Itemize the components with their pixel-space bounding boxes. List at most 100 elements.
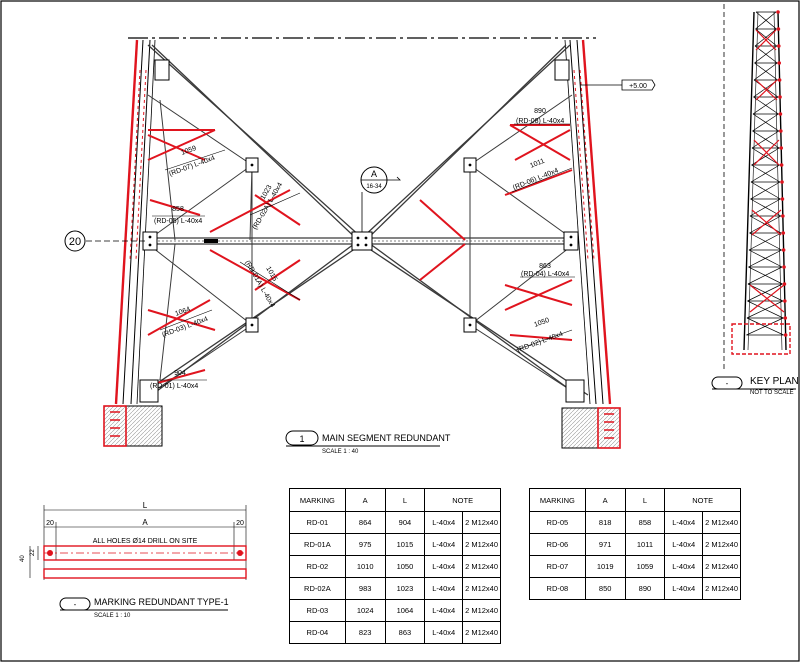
- cell-l: 1023: [384, 577, 426, 600]
- label-rd05: (RD-05) L-40x4: [154, 218, 202, 225]
- right-base: [561, 407, 621, 449]
- header-marking: MARKING: [289, 488, 346, 512]
- label-rd03: (RD-03) L-40x4: [161, 316, 209, 339]
- section-marker: [360, 166, 401, 232]
- grid-bubble: [64, 230, 86, 252]
- cell-note-section: L-40x4: [664, 511, 704, 534]
- cell-l: 904: [384, 511, 426, 534]
- key-plan: [711, 4, 796, 390]
- header-l: L: [624, 488, 666, 512]
- type1-note: ALL HOLES Ø14 DRILL ON SITE: [93, 538, 198, 545]
- type1-dim-A: A: [142, 518, 148, 527]
- header-note: NOTE: [664, 488, 741, 512]
- cell-l: 1064: [384, 599, 426, 622]
- dim-1064: 1064: [174, 306, 191, 318]
- cell-marking: RD-07: [529, 555, 586, 578]
- cell-marking: RD-08: [529, 577, 586, 600]
- keyplan-title: KEY PLAN: [750, 376, 799, 387]
- cell-a: 975: [344, 533, 386, 556]
- cell-note-bolts: 2 M12x40: [462, 577, 501, 600]
- main-scale: SCALE 1 : 40: [322, 449, 359, 455]
- cell-l: 1015: [384, 533, 426, 556]
- cell-note-section: L-40x4: [424, 511, 464, 534]
- redundant-members: [147, 124, 573, 386]
- type1-dim-L: L: [143, 501, 148, 510]
- cell-note-section: L-40x4: [424, 533, 464, 556]
- type1-dim-22: 22: [30, 549, 36, 556]
- type1-scale: SCALE 1 : 10: [94, 613, 131, 619]
- type1-callout: -: [74, 600, 77, 609]
- cell-marking: RD-06: [529, 533, 586, 556]
- right-leg: [564, 39, 612, 405]
- level-tag: [621, 79, 656, 91]
- dim-1059: 1059: [180, 145, 197, 157]
- cell-note-bolts: 2 M12x40: [702, 555, 741, 578]
- main-elevation: 20 +5.00 A 16-34: [64, 39, 656, 449]
- cell-note-section: L-40x4: [664, 533, 704, 556]
- label-rd04: (RD-04) L-40x4: [521, 271, 569, 278]
- main-title-block: [285, 430, 440, 447]
- cell-note-bolts: 2 M12x40: [462, 555, 501, 578]
- cell-marking: RD-04: [289, 621, 346, 644]
- cell-note-bolts: 2 M12x40: [462, 533, 501, 556]
- cell-marking: RD-02A: [289, 577, 346, 600]
- label-rd02: (RD-02) L-40x4: [516, 331, 564, 354]
- cell-note-bolts: 2 M12x40: [462, 621, 501, 644]
- header-l: L: [384, 488, 426, 512]
- section-letter: A: [371, 169, 377, 179]
- section-ref: 16-34: [366, 184, 382, 190]
- cell-marking: RD-03: [289, 599, 346, 622]
- cell-note-bolts: 2 M12x40: [702, 511, 741, 534]
- level-tag-text: +5.00: [629, 83, 647, 90]
- header-note: NOTE: [424, 488, 501, 512]
- label-rd06: (RD-06) L-40x4: [512, 167, 559, 192]
- cell-note-bolts: 2 M12x40: [702, 533, 741, 556]
- dim-858: 858: [172, 206, 184, 213]
- type1-end-right: 20: [236, 520, 244, 527]
- table-header-row: MARKING A L NOTE: [289, 488, 501, 512]
- cell-marking: RD-05: [529, 511, 586, 534]
- dim-890: 890: [534, 108, 546, 115]
- cell-note-section: L-40x4: [424, 599, 464, 622]
- grid-bubble-label: 20: [69, 236, 81, 248]
- dim-1011: 1011: [529, 158, 546, 170]
- cell-l: 1050: [384, 555, 426, 578]
- cell-a: 823: [344, 621, 386, 644]
- dim-1015: 1015: [264, 266, 278, 283]
- dim-1050: 1050: [533, 317, 550, 329]
- dim-904: 904: [174, 370, 186, 377]
- table-header-row: MARKING A L NOTE: [529, 488, 741, 512]
- cell-l: 890: [624, 577, 666, 600]
- left-base: [103, 405, 163, 447]
- cell-marking: RD-02: [289, 555, 346, 578]
- cell-note-section: L-40x4: [424, 621, 464, 644]
- cell-l: 1011: [624, 533, 666, 556]
- header-marking: MARKING: [529, 488, 586, 512]
- cell-a: 1010: [344, 555, 386, 578]
- cell-a: 983: [344, 577, 386, 600]
- keyplan-subtitle: NOT TO SCALE: [750, 390, 794, 396]
- cell-marking: RD-01A: [289, 533, 346, 556]
- type1-end-left: 20: [46, 520, 54, 527]
- cell-note-bolts: 2 M12x40: [702, 577, 741, 600]
- type1-dim-40: 40: [20, 555, 26, 562]
- bolt-dots: [148, 163, 573, 327]
- type1-title: MARKING REDUNDANT TYPE-1: [94, 597, 229, 607]
- dim-863: 863: [539, 263, 551, 270]
- header-a: A: [584, 488, 626, 512]
- cell-note-section: L-40x4: [424, 577, 464, 600]
- cell-note-bolts: 2 M12x40: [462, 599, 501, 622]
